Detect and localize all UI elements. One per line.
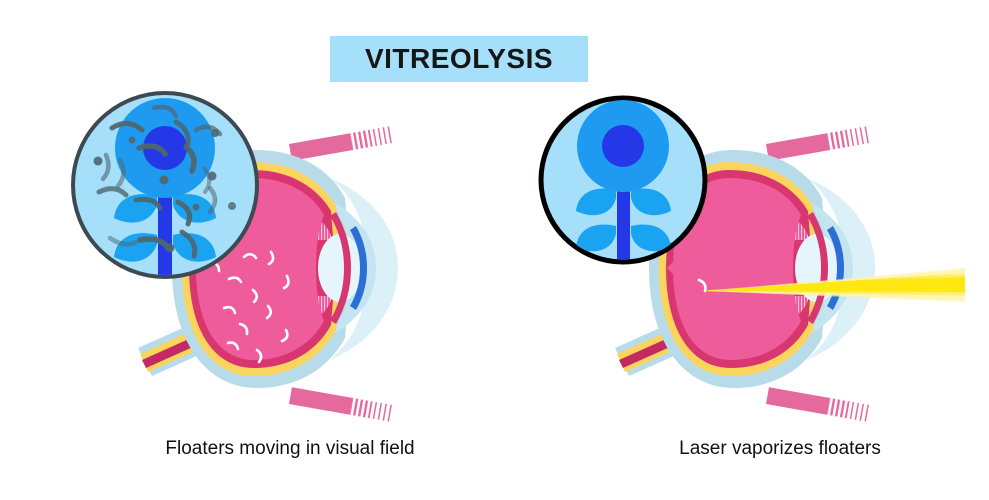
caption-floaters: Floaters moving in visual field: [165, 438, 415, 459]
laser-panel: [615, 126, 875, 422]
title-banner: VITREOLYSIS: [330, 36, 588, 82]
laser-beam: [703, 268, 965, 302]
page-title: VITREOLYSIS: [364, 43, 554, 74]
magnifier-left: [71, 91, 259, 279]
extraocular-muscle-upper: [289, 126, 393, 161]
flower-center: [143, 126, 187, 170]
magnifier-right: [538, 95, 708, 265]
flower-center: [602, 125, 644, 167]
magnified-floater-dots: [93, 129, 236, 253]
flower-leaves: [576, 188, 671, 252]
caption-laser: Laser vaporizes floaters: [679, 438, 881, 459]
floaters-panel: [71, 91, 398, 422]
target-floater: [697, 278, 707, 293]
extraocular-muscle-lower: [289, 387, 393, 422]
extraocular-muscle-upper: [766, 126, 870, 161]
extraocular-muscle-lower: [766, 387, 870, 422]
magnified-floaters: [96, 104, 223, 259]
